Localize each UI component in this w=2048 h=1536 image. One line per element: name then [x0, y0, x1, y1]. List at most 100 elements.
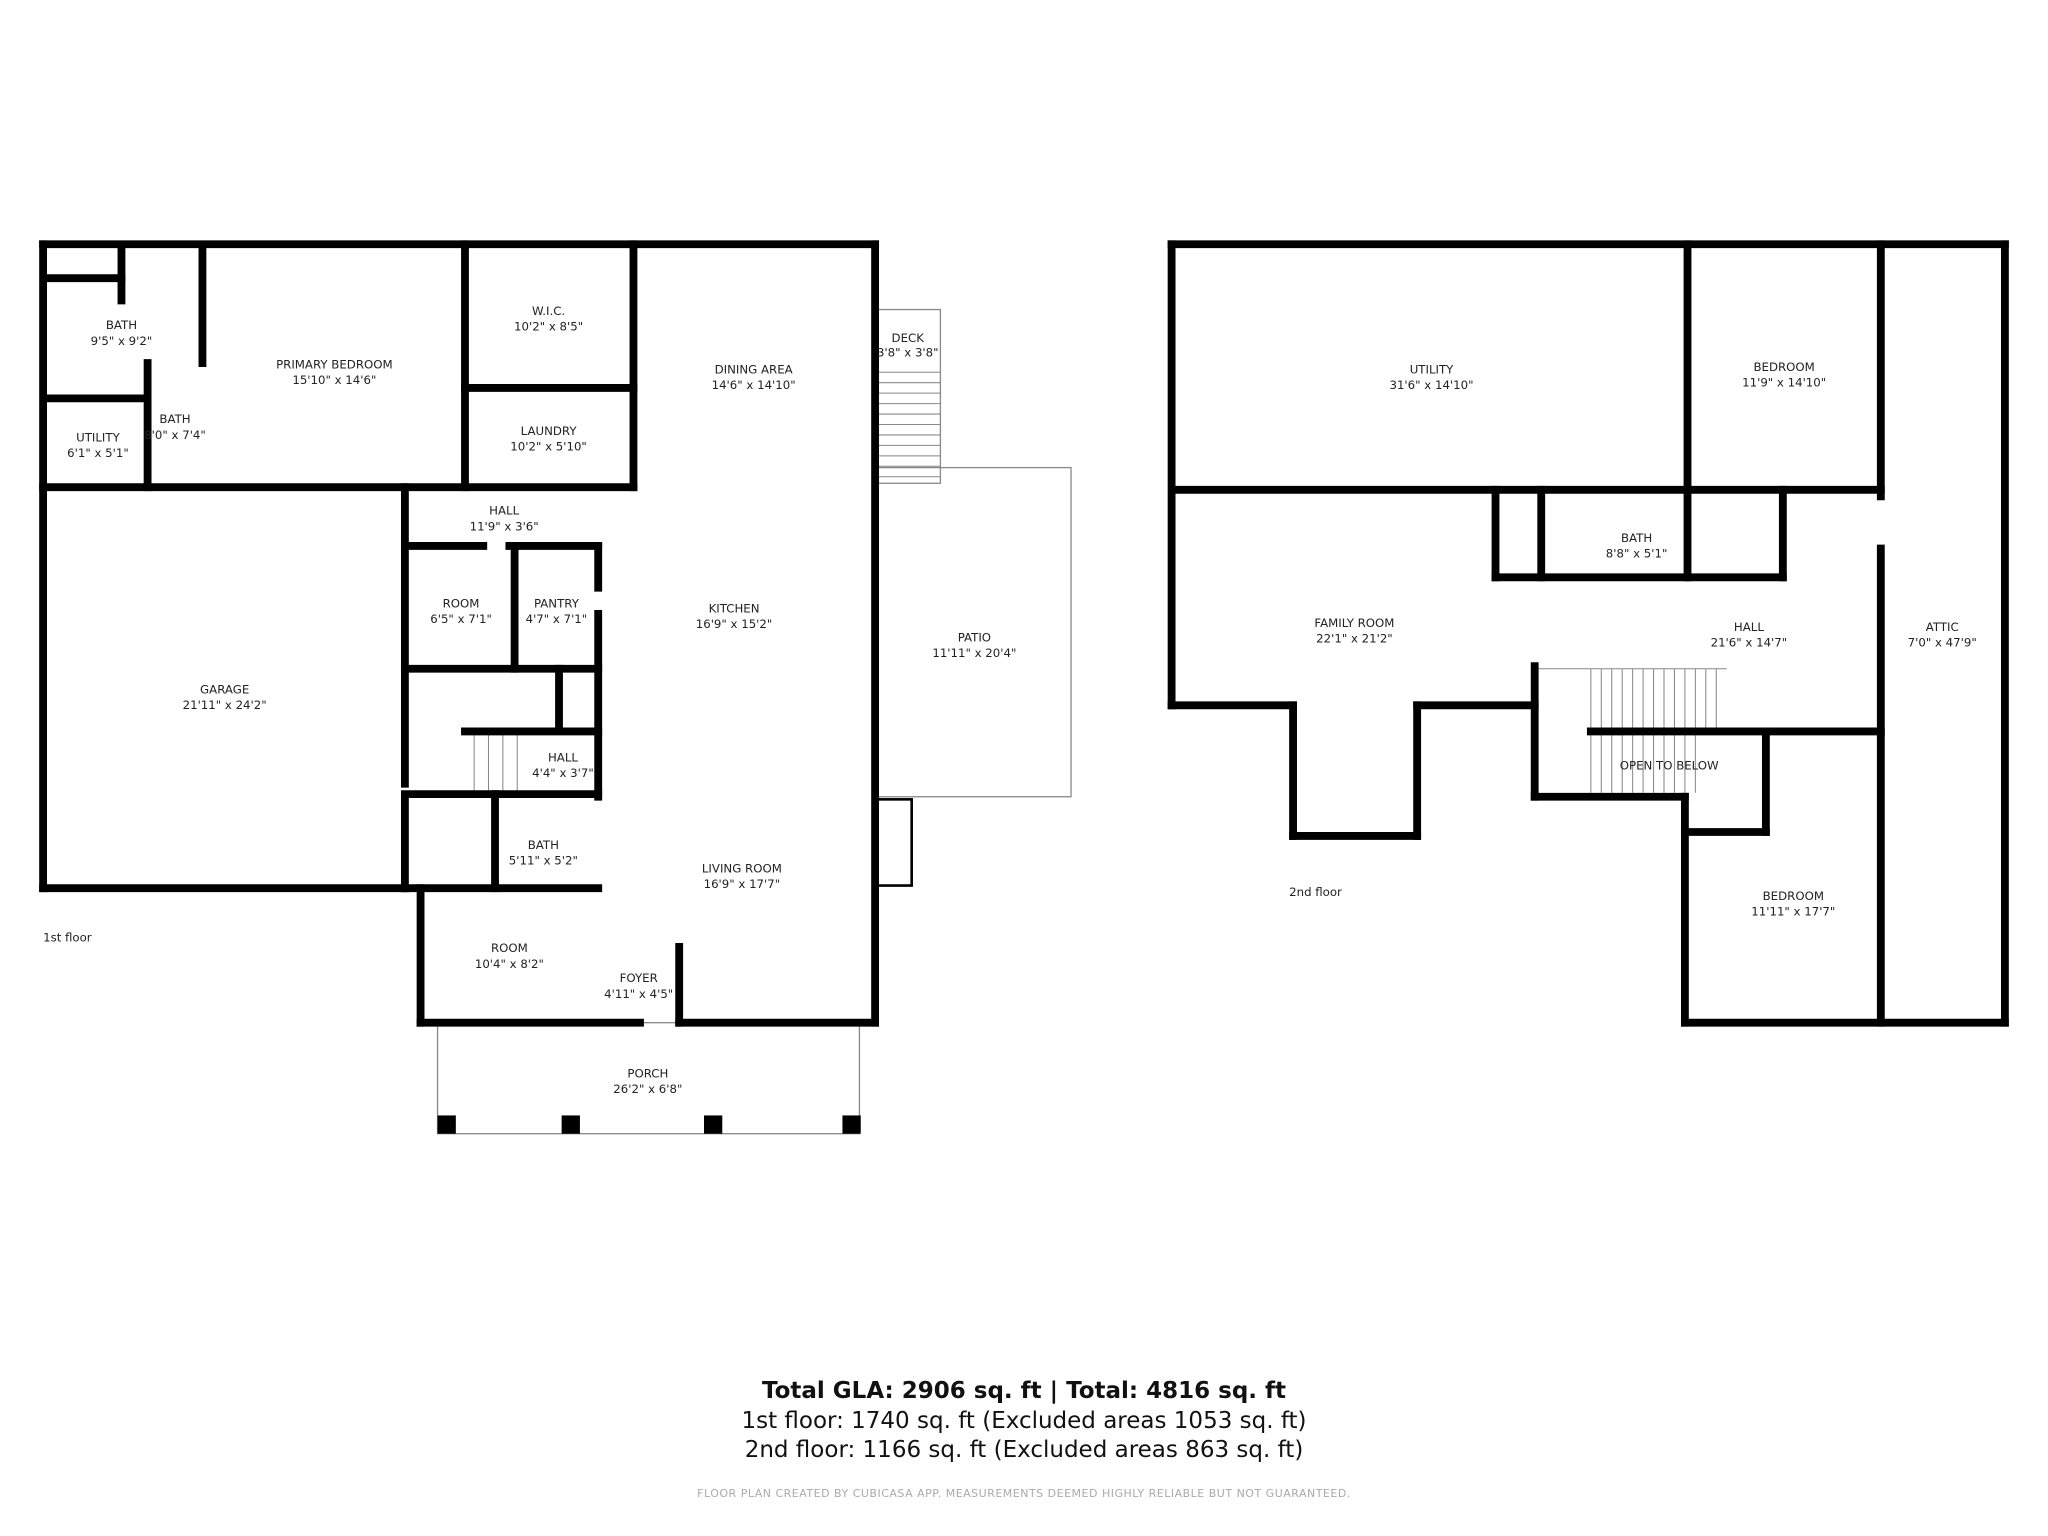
- room-hall-3: HALL 21'6" x 14'7": [1711, 620, 1788, 650]
- svg-text:FAMILY ROOM: FAMILY ROOM: [1314, 616, 1394, 630]
- svg-text:3'8" x 3'8": 3'8" x 3'8": [877, 346, 939, 360]
- porch-post: [437, 1115, 456, 1134]
- svg-text:ROOM: ROOM: [443, 596, 480, 610]
- svg-text:16'9" x 15'2": 16'9" x 15'2": [696, 617, 773, 631]
- svg-text:4'7" x 7'1": 4'7" x 7'1": [526, 612, 588, 626]
- porch-post: [561, 1115, 580, 1134]
- svg-text:BATH: BATH: [1621, 531, 1652, 545]
- total-area: Total GLA: 2906 sq. ft | Total: 4816 sq.…: [761, 1378, 1287, 1404]
- room-bath-2: BATH 8'0" x 7'4": [144, 412, 206, 442]
- svg-text:LIVING ROOM: LIVING ROOM: [702, 861, 782, 875]
- svg-text:31'6" x 14'10": 31'6" x 14'10": [1389, 378, 1473, 392]
- svg-text:8'0" x 7'4": 8'0" x 7'4": [144, 428, 206, 442]
- svg-text:BATH: BATH: [159, 412, 190, 426]
- porch-post: [704, 1115, 723, 1134]
- svg-text:BATH: BATH: [528, 838, 559, 852]
- svg-text:16'9" x 17'7": 16'9" x 17'7": [704, 877, 781, 891]
- stairs: [473, 371, 1727, 793]
- floor1-label: 1st floor: [43, 931, 92, 945]
- svg-text:GARAGE: GARAGE: [200, 683, 249, 697]
- svg-text:OPEN TO BELOW: OPEN TO BELOW: [1620, 758, 1719, 772]
- svg-text:FOYER: FOYER: [620, 971, 658, 985]
- svg-text:9'5" x 9'2": 9'5" x 9'2": [91, 334, 153, 348]
- svg-text:8'8" x 5'1": 8'8" x 5'1": [1606, 547, 1668, 561]
- floor1-area: 1st floor: 1740 sq. ft (Excluded areas 1…: [741, 1408, 1307, 1434]
- svg-text:UTILITY: UTILITY: [76, 430, 120, 444]
- svg-text:PATIO: PATIO: [958, 630, 991, 644]
- svg-text:10'2" x 8'5": 10'2" x 8'5": [514, 319, 583, 333]
- room-bath-3: BATH 5'11" x 5'2": [509, 838, 578, 868]
- svg-text:DECK: DECK: [892, 331, 925, 345]
- svg-text:PRIMARY BEDROOM: PRIMARY BEDROOM: [276, 357, 393, 371]
- room-family-room: FAMILY ROOM 22'1" x 21'2": [1314, 616, 1394, 646]
- svg-text:ATTIC: ATTIC: [1926, 620, 1959, 634]
- outdoor-outlines: [436, 308, 1072, 1135]
- svg-text:22'1" x 21'2": 22'1" x 21'2": [1316, 632, 1393, 646]
- svg-text:7'0" x 47'9": 7'0" x 47'9": [1908, 636, 1977, 650]
- svg-text:5'11" x 5'2": 5'11" x 5'2": [509, 854, 578, 868]
- svg-text:DINING AREA: DINING AREA: [715, 363, 793, 377]
- svg-text:HALL: HALL: [1734, 620, 1764, 634]
- room-pantry: PANTRY 4'7" x 7'1": [526, 596, 588, 626]
- room-open-to-below: OPEN TO BELOW: [1620, 758, 1719, 772]
- svg-text:10'2" x 5'10": 10'2" x 5'10": [510, 440, 587, 454]
- room-living-room: LIVING ROOM 16'9" x 17'7": [702, 861, 782, 891]
- room-bath-4: BATH 8'8" x 5'1": [1606, 531, 1668, 561]
- room-hall-2: HALL 4'4" x 3'7": [532, 750, 594, 780]
- room-laundry: LAUNDRY 10'2" x 5'10": [510, 424, 587, 454]
- floor2-area: 2nd floor: 1166 sq. ft (Excluded areas 8…: [744, 1437, 1304, 1463]
- room-wic: W.I.C.10'2" x 8'5": [514, 304, 583, 334]
- svg-text:4'11" x 4'5": 4'11" x 4'5": [604, 987, 673, 1001]
- room-room-2: ROOM 10'4" x 8'2": [475, 941, 544, 971]
- porch-posts: [437, 1115, 861, 1134]
- svg-text:21'11" x 24'2": 21'11" x 24'2": [183, 698, 267, 712]
- svg-text:PANTRY: PANTRY: [534, 596, 580, 610]
- svg-text:11'9" x 14'10": 11'9" x 14'10": [1742, 376, 1826, 390]
- svg-text:15'10" x 14'6": 15'10" x 14'6": [292, 373, 376, 387]
- room-attic: ATTIC 7'0" x 47'9": [1908, 620, 1977, 650]
- room-bath-1: BATH 9'5" x 9'2": [91, 318, 153, 348]
- svg-text:BEDROOM: BEDROOM: [1763, 889, 1824, 903]
- room-patio: PATIO 11'11" x 20'4": [932, 630, 1016, 660]
- svg-text:6'5" x 7'1": 6'5" x 7'1": [430, 612, 492, 626]
- svg-text:10'4" x 8'2": 10'4" x 8'2": [475, 957, 544, 971]
- room-foyer: FOYER 4'11" x 4'5": [604, 971, 673, 1001]
- porch-outline: [436, 1022, 861, 1135]
- svg-text:11'11" x 20'4": 11'11" x 20'4": [932, 646, 1016, 660]
- svg-text:ROOM: ROOM: [491, 941, 528, 955]
- svg-text:UTILITY: UTILITY: [1410, 363, 1454, 377]
- svg-text:W.I.C.: W.I.C.: [532, 304, 565, 318]
- svg-text:6'1" x 5'1": 6'1" x 5'1": [67, 446, 129, 460]
- room-primary-bedroom: PRIMARY BEDROOM 15'10" x 14'6": [276, 357, 393, 387]
- svg-text:KITCHEN: KITCHEN: [709, 602, 760, 616]
- room-room-1: ROOM 6'5" x 7'1": [430, 596, 492, 626]
- svg-text:14'6" x 14'10": 14'6" x 14'10": [712, 378, 796, 392]
- svg-text:LAUNDRY: LAUNDRY: [521, 424, 578, 438]
- svg-text:4'4" x 3'7": 4'4" x 3'7": [532, 766, 594, 780]
- disclaimer: FLOOR PLAN CREATED BY CUBICASA APP. MEAS…: [697, 1487, 1351, 1500]
- room-bedroom-1: BEDROOM 11'9" x 14'10": [1742, 360, 1826, 390]
- svg-text:21'6" x 14'7": 21'6" x 14'7": [1711, 636, 1788, 650]
- svg-text:11'9" x 3'6": 11'9" x 3'6": [470, 519, 539, 533]
- fireplace: [873, 798, 913, 887]
- walls: [39, 240, 2009, 1027]
- svg-text:11'11" x 17'7": 11'11" x 17'7": [1751, 905, 1835, 919]
- svg-text:BEDROOM: BEDROOM: [1753, 360, 1814, 374]
- room-utility: UTILITY 6'1" x 5'1": [67, 430, 129, 460]
- floor2-label: 2nd floor: [1289, 885, 1342, 899]
- svg-text:HALL: HALL: [489, 504, 519, 518]
- porch-post: [842, 1115, 861, 1134]
- svg-text:PORCH: PORCH: [627, 1067, 668, 1081]
- svg-text:26'2" x 6'8": 26'2" x 6'8": [613, 1082, 682, 1096]
- svg-text:HALL: HALL: [548, 750, 578, 764]
- svg-text:BATH: BATH: [106, 318, 137, 332]
- room-bedroom-2: BEDROOM 11'11" x 17'7": [1751, 889, 1835, 919]
